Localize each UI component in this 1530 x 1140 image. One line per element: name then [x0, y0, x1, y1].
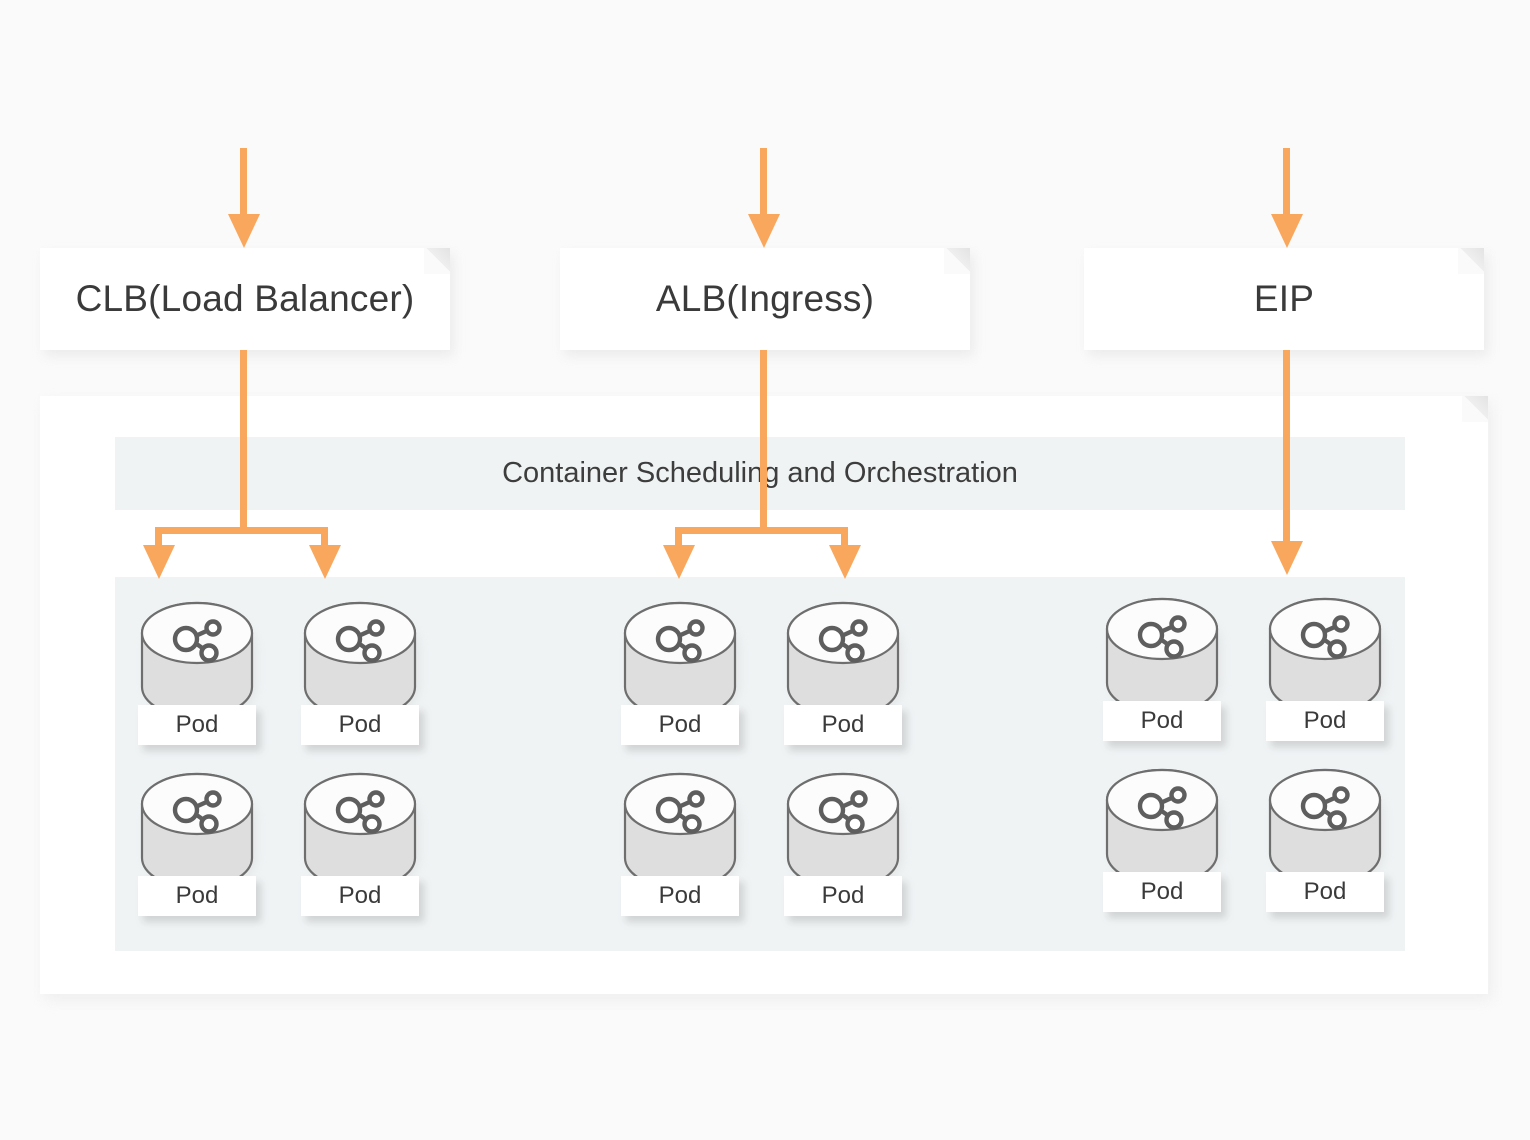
connector-eip-to-orchestration	[1283, 350, 1290, 510]
clb-box-fold-corner	[424, 248, 450, 274]
pod-cylinder-shape	[786, 772, 900, 890]
pod-cylinder	[303, 772, 419, 894]
pod-label: Pod	[1140, 707, 1184, 734]
branch-alb-right-arrow-head	[829, 545, 861, 579]
branch-eip-drop	[1283, 510, 1290, 543]
ingress-arrow-eip-shaft	[1283, 148, 1290, 216]
service-box-alb-label: ALB(Ingress)	[655, 278, 875, 319]
pod-cylinder-shape	[303, 772, 417, 890]
pod-eip-r2-c1[interactable]: Pod	[1103, 768, 1221, 912]
pod-label-box: Pod	[138, 705, 256, 745]
branch-alb-right-drop	[841, 527, 848, 547]
pod-label-box: Pod	[1266, 701, 1384, 741]
pod-clb-r1-c2[interactable]: Pod	[301, 601, 419, 745]
pod-label: Pod	[821, 711, 865, 738]
pod-network-icon	[623, 790, 737, 834]
pod-label-box: Pod	[301, 705, 419, 745]
pod-label-box: Pod	[301, 876, 419, 916]
service-box-clb-label: CLB(Load Balancer)	[75, 278, 415, 319]
service-box-clb[interactable]: CLB(Load Balancer)	[40, 248, 450, 350]
connector-alb-to-orchestration	[760, 350, 767, 510]
pod-cylinder	[623, 601, 739, 723]
pod-eip-r1-c2[interactable]: Pod	[1266, 597, 1384, 741]
eip-box-fold-corner	[1458, 248, 1484, 274]
pod-network-icon	[1268, 786, 1382, 830]
pod-eip-r2-c2[interactable]: Pod	[1266, 768, 1384, 912]
branch-clb-crossbar	[155, 527, 328, 534]
pod-label-box: Pod	[1266, 872, 1384, 912]
pod-clb-r1-c1[interactable]: Pod	[138, 601, 256, 745]
pod-network-icon	[623, 619, 737, 663]
branch-alb-left-arrow-head	[663, 545, 695, 579]
pod-label-box: Pod	[621, 876, 739, 916]
ingress-arrow-alb-shaft	[760, 148, 767, 216]
pod-network-icon	[303, 790, 417, 834]
pod-cylinder	[1268, 597, 1384, 719]
pod-network-icon	[1105, 615, 1219, 659]
pod-label-box: Pod	[621, 705, 739, 745]
pod-label-box: Pod	[1103, 872, 1221, 912]
pod-label: Pod	[175, 711, 219, 738]
pod-network-icon	[140, 619, 254, 663]
service-box-alb[interactable]: ALB(Ingress)	[560, 248, 970, 350]
pod-cylinder	[1105, 597, 1221, 719]
pod-cylinder	[786, 601, 902, 723]
pod-network-icon	[786, 790, 900, 834]
pod-label-box: Pod	[138, 876, 256, 916]
pod-network-icon	[1268, 615, 1382, 659]
pod-label: Pod	[1303, 878, 1347, 905]
ingress-arrow-alb-head	[748, 214, 780, 248]
pod-label: Pod	[658, 882, 702, 909]
pod-network-icon	[786, 619, 900, 663]
pod-cylinder	[623, 772, 739, 894]
alb-box-fold-corner	[944, 248, 970, 274]
ingress-arrow-eip-head	[1271, 214, 1303, 248]
branch-clb-left-arrow-head	[143, 545, 175, 579]
pod-label-box: Pod	[1103, 701, 1221, 741]
pod-cylinder	[1268, 768, 1384, 890]
pod-clb-r2-c1[interactable]: Pod	[138, 772, 256, 916]
pod-label: Pod	[1140, 878, 1184, 905]
pod-eip-r1-c1[interactable]: Pod	[1103, 597, 1221, 741]
pod-label: Pod	[175, 882, 219, 909]
service-box-eip[interactable]: EIP	[1084, 248, 1484, 350]
pod-alb-r1-c1[interactable]: Pod	[621, 601, 739, 745]
pod-cylinder	[303, 601, 419, 723]
branch-clb-right-arrow-head	[309, 545, 341, 579]
branch-alb-crossbar	[675, 527, 848, 534]
pod-network-icon	[303, 619, 417, 663]
pod-label: Pod	[821, 882, 865, 909]
branch-clb-stem	[240, 510, 247, 532]
branch-eip-arrow-head	[1271, 541, 1303, 575]
pod-network-icon	[1105, 786, 1219, 830]
branch-clb-left-drop	[155, 527, 162, 547]
service-box-eip-label: EIP	[1253, 278, 1315, 319]
branch-alb-left-drop	[675, 527, 682, 547]
pod-cylinder	[140, 601, 256, 723]
pod-alb-r1-c2[interactable]: Pod	[784, 601, 902, 745]
pod-label-box: Pod	[784, 876, 902, 916]
pod-cylinder	[140, 772, 256, 894]
pod-cylinder	[786, 772, 902, 894]
pod-cylinder	[1105, 768, 1221, 890]
pod-clb-r2-c2[interactable]: Pod	[301, 772, 419, 916]
branch-alb-stem	[760, 510, 767, 532]
ingress-arrow-clb-head	[228, 214, 260, 248]
pod-label-box: Pod	[784, 705, 902, 745]
pod-network-icon	[140, 790, 254, 834]
branch-clb-right-drop	[321, 527, 328, 547]
connector-clb-to-orchestration	[240, 350, 247, 510]
pod-alb-r2-c1[interactable]: Pod	[621, 772, 739, 916]
ingress-arrow-clb-shaft	[240, 148, 247, 216]
pod-label: Pod	[658, 711, 702, 738]
cluster-container-fold-corner	[1462, 396, 1488, 422]
pod-label: Pod	[1303, 707, 1347, 734]
pod-label: Pod	[338, 882, 382, 909]
pod-alb-r2-c2[interactable]: Pod	[784, 772, 902, 916]
pod-label: Pod	[338, 711, 382, 738]
